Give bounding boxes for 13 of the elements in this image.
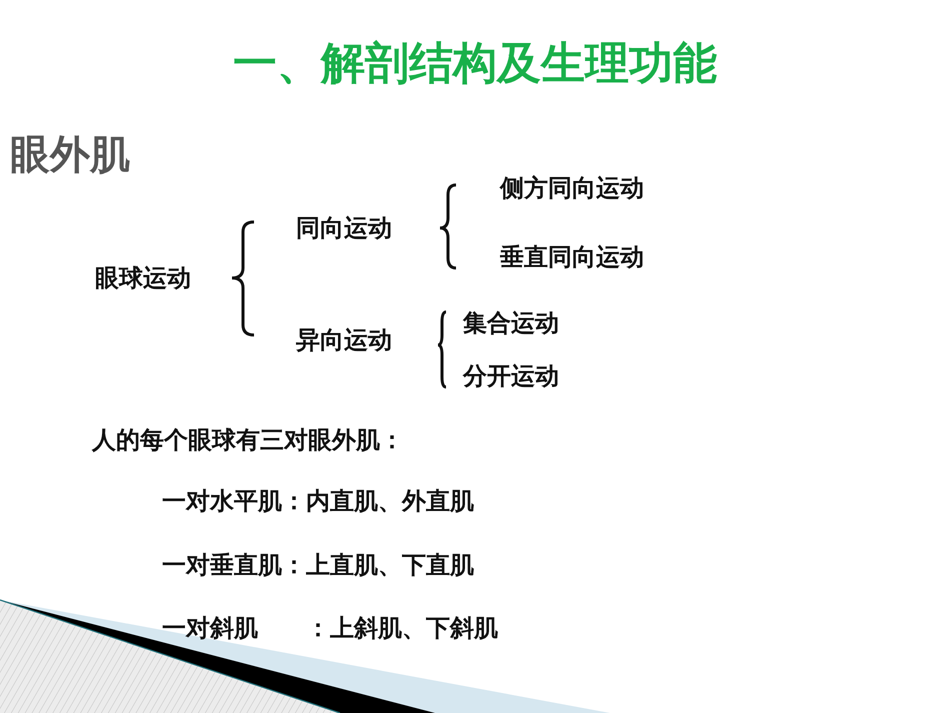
tree-label: 眼球运动 [95,264,191,292]
tree-label: 垂直同向运动 [500,242,644,272]
tree-label: 分开运动 [463,362,559,390]
tree-label: 集合运动 [463,308,559,338]
tree-label: 同向运动 [296,214,392,242]
text-line: 一对斜肌 ：上斜肌、下斜肌 [162,614,498,642]
tree-label: 侧方同向运动 [500,174,644,202]
text-line: 一对垂直肌：上直肌、下直肌 [162,550,474,580]
title: 一、解剖结构及生理功能 [232,38,718,91]
tree-label: 异向运动 [296,326,392,354]
text-line: 人的每个眼球有三对眼外肌： [92,426,404,454]
subheading: 眼外肌 [10,131,130,179]
text-line: 一对水平肌：内直肌、外直肌 [162,486,474,516]
